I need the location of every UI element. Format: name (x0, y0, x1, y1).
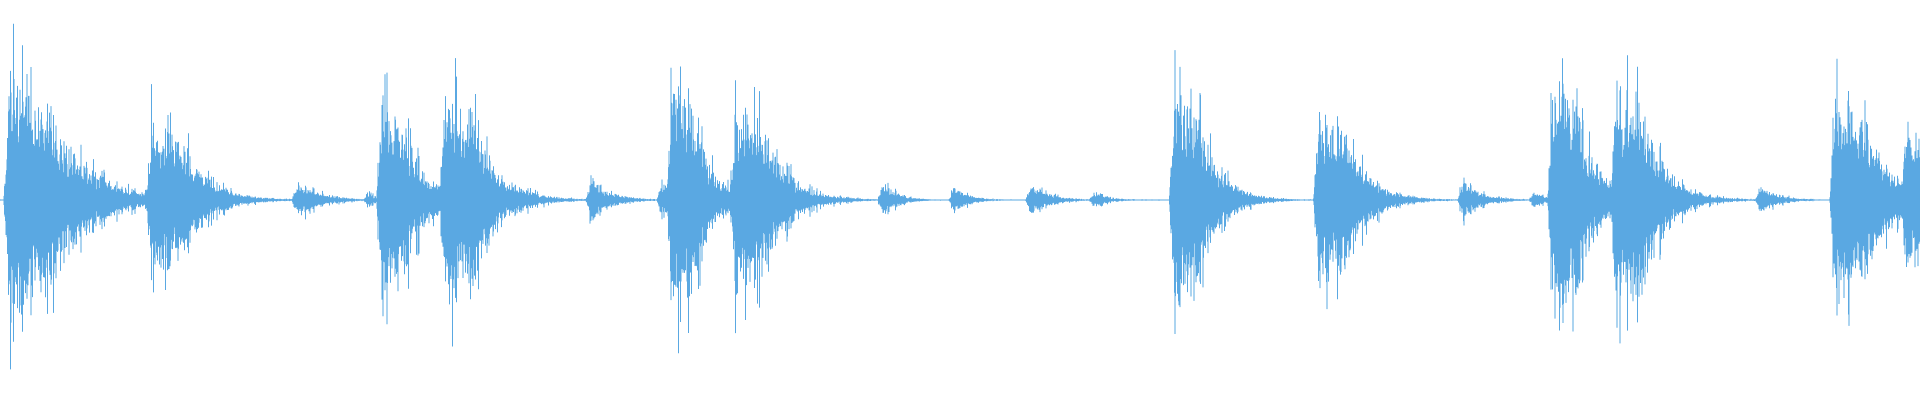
waveform-trace (0, 23, 1920, 370)
